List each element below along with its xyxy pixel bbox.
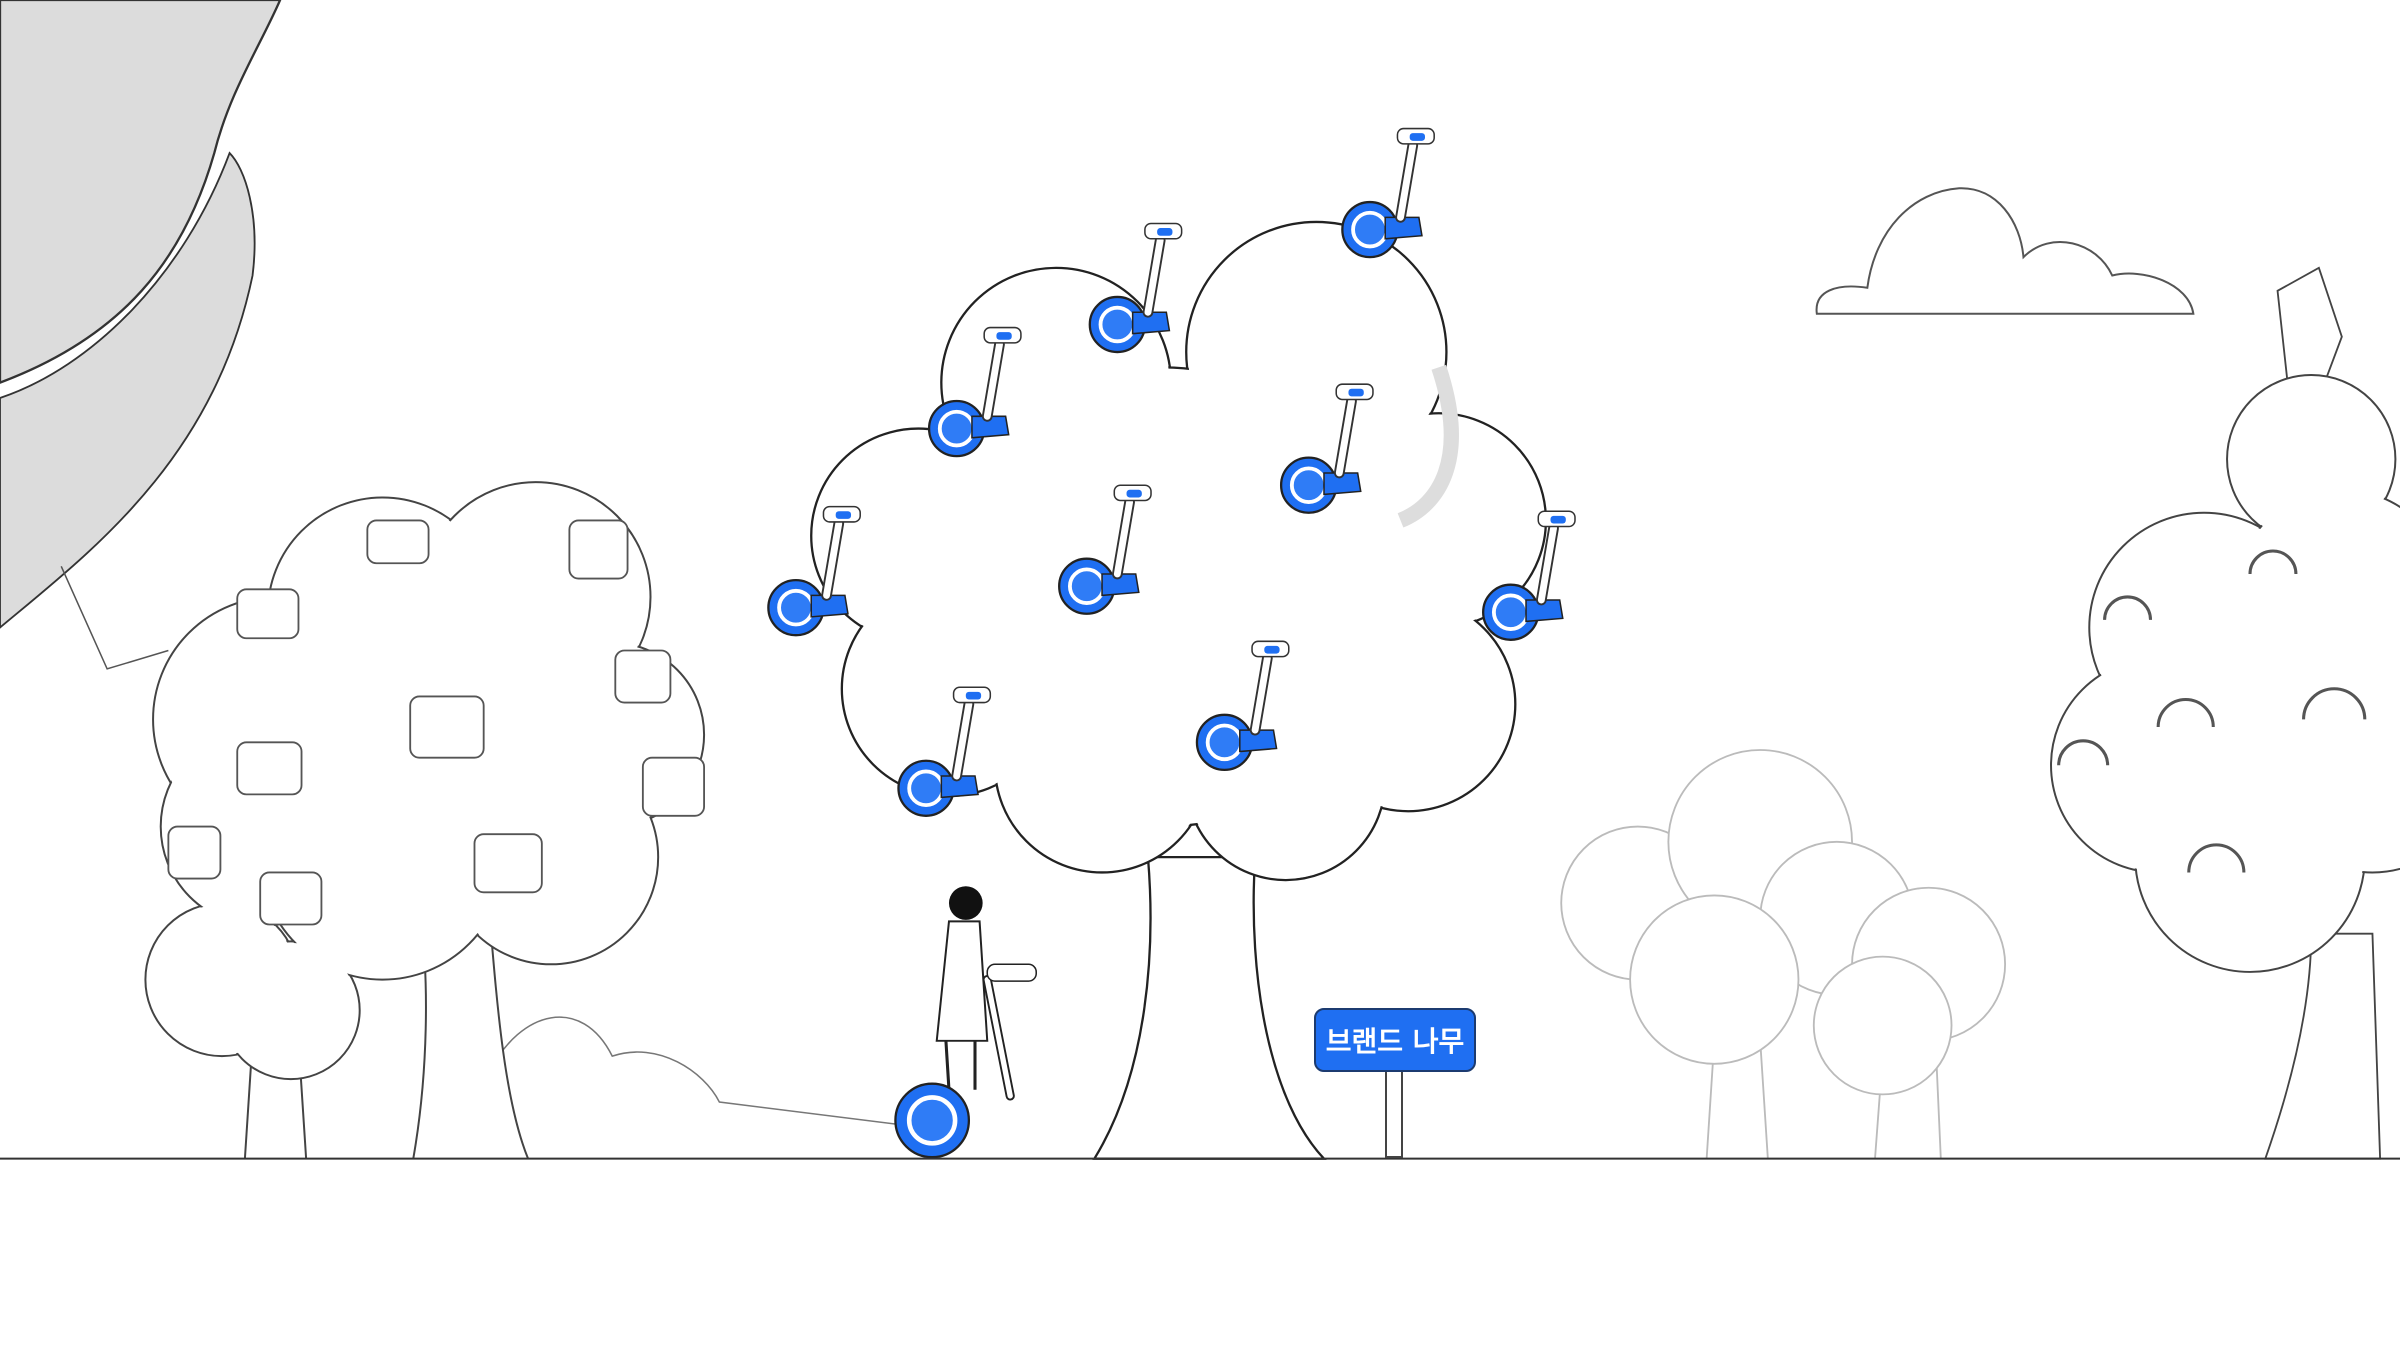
cosmetic-tree: [1560, 749, 2007, 1159]
sign-label: 브랜드 나무: [1325, 1025, 1465, 1058]
leaf-shape-lower: [0, 151, 256, 629]
leaf-shape: [0, 0, 282, 384]
sign-pole: [1385, 1072, 1403, 1158]
headphone-tree: [2050, 266, 2400, 1160]
person-on-segway: [894, 886, 1037, 1159]
cloud: [1815, 187, 2195, 315]
segway-icon: [1342, 129, 1434, 258]
brand-tree-sign: 브랜드 나무: [1314, 1008, 1476, 1072]
left-tree: [144, 481, 706, 1160]
